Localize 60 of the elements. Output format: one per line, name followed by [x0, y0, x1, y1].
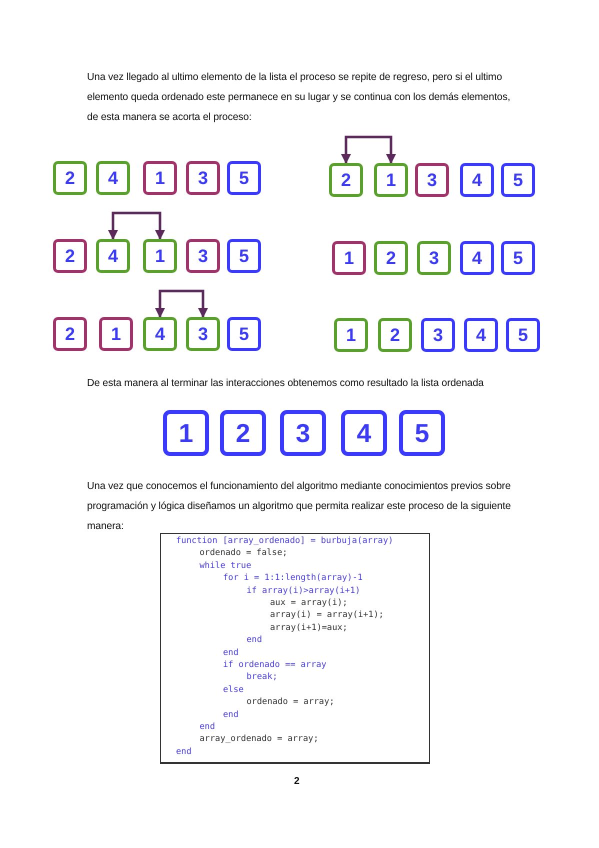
number-box: 2 — [53, 161, 87, 195]
number-box: 5 — [399, 410, 445, 456]
number-box: 3 — [417, 241, 451, 275]
code-line: array(i+1)=aux; — [270, 622, 348, 634]
number-box: 5 — [227, 317, 261, 351]
number-box: 3 — [186, 161, 220, 195]
number-box: 1 — [332, 241, 366, 275]
number-box: 4 — [96, 161, 130, 195]
code-line: array(i) = array(i+1); — [270, 609, 384, 622]
number-box: 1 — [374, 163, 408, 197]
number-box: 2 — [378, 318, 412, 352]
number-box: 3 — [421, 318, 455, 352]
number-box: 4 — [143, 317, 177, 351]
code-line: while true — [200, 560, 252, 572]
number-box: 5 — [227, 239, 261, 273]
number-box: 5 — [501, 241, 535, 275]
number-box: 3 — [280, 410, 326, 456]
number-box: 3 — [186, 317, 220, 351]
number-box: 2 — [53, 317, 87, 351]
code-line: end — [200, 721, 216, 733]
number-box: 5 — [227, 161, 261, 195]
number-box: 4 — [460, 241, 494, 275]
number-box: 2 — [220, 410, 266, 456]
number-box: 3 — [415, 163, 449, 197]
paragraph: De esta manera al terminar las interacciones obtenemos como resultado la lista ordenada — [87, 377, 485, 391]
code-line: if ordenado == array — [223, 659, 326, 671]
number-box: 4 — [96, 239, 130, 273]
number-box: 1 — [99, 317, 133, 351]
number-box: 1 — [143, 239, 177, 273]
code-line: function [array_ordenado] = burbuja(array) — [176, 535, 394, 547]
number-box: 5 — [506, 318, 540, 352]
code-line: ordenado = array; — [246, 696, 334, 708]
code-line: break; — [246, 671, 278, 684]
number-box: 4 — [460, 163, 494, 197]
number-box: 2 — [53, 239, 87, 273]
code-line: for i = 1:1:length(array)-1 — [223, 572, 363, 584]
code-line: end — [176, 746, 192, 758]
code-line: aux = array(i); — [270, 597, 348, 609]
code-line: end — [223, 646, 239, 659]
number-box: 2 — [329, 163, 363, 197]
paragraph: Una vez que conocemos el funcionamiento del algoritmo mediante conocimientos previos sobre programación y lógica diseñamos un algoritmo que permita realizar este proceso de la siguiente manera: — [87, 480, 512, 534]
number-box: 3 — [186, 239, 220, 273]
swap-arrow — [341, 136, 396, 164]
swap-arrow — [108, 212, 165, 240]
code-line: array_ordenado = array; — [200, 733, 318, 746]
code-line: ordenado = false; — [200, 547, 288, 560]
number-box: 1 — [143, 161, 177, 195]
number-box: 1 — [334, 318, 368, 352]
number-box: 4 — [341, 410, 387, 456]
number-box: 5 — [501, 163, 535, 197]
number-box: 1 — [163, 410, 209, 456]
number-box: 4 — [464, 318, 498, 352]
swap-arrow — [155, 290, 208, 318]
code-line: else — [223, 684, 244, 696]
code-line: if array(i)>array(i+1) — [246, 584, 360, 597]
code-line: end — [223, 708, 239, 721]
paragraph: Una vez llegado al ultimo elemento de la lista el proceso se repite de regreso, pero si el ultimo elemento queda ordenado este permanece en su lugar y se continua con los demás elementos, de esta manera se acorta el proceso: — [87, 71, 512, 125]
number-box: 2 — [374, 241, 408, 275]
page-number: 2 — [294, 776, 300, 787]
code-line: end — [246, 634, 262, 646]
